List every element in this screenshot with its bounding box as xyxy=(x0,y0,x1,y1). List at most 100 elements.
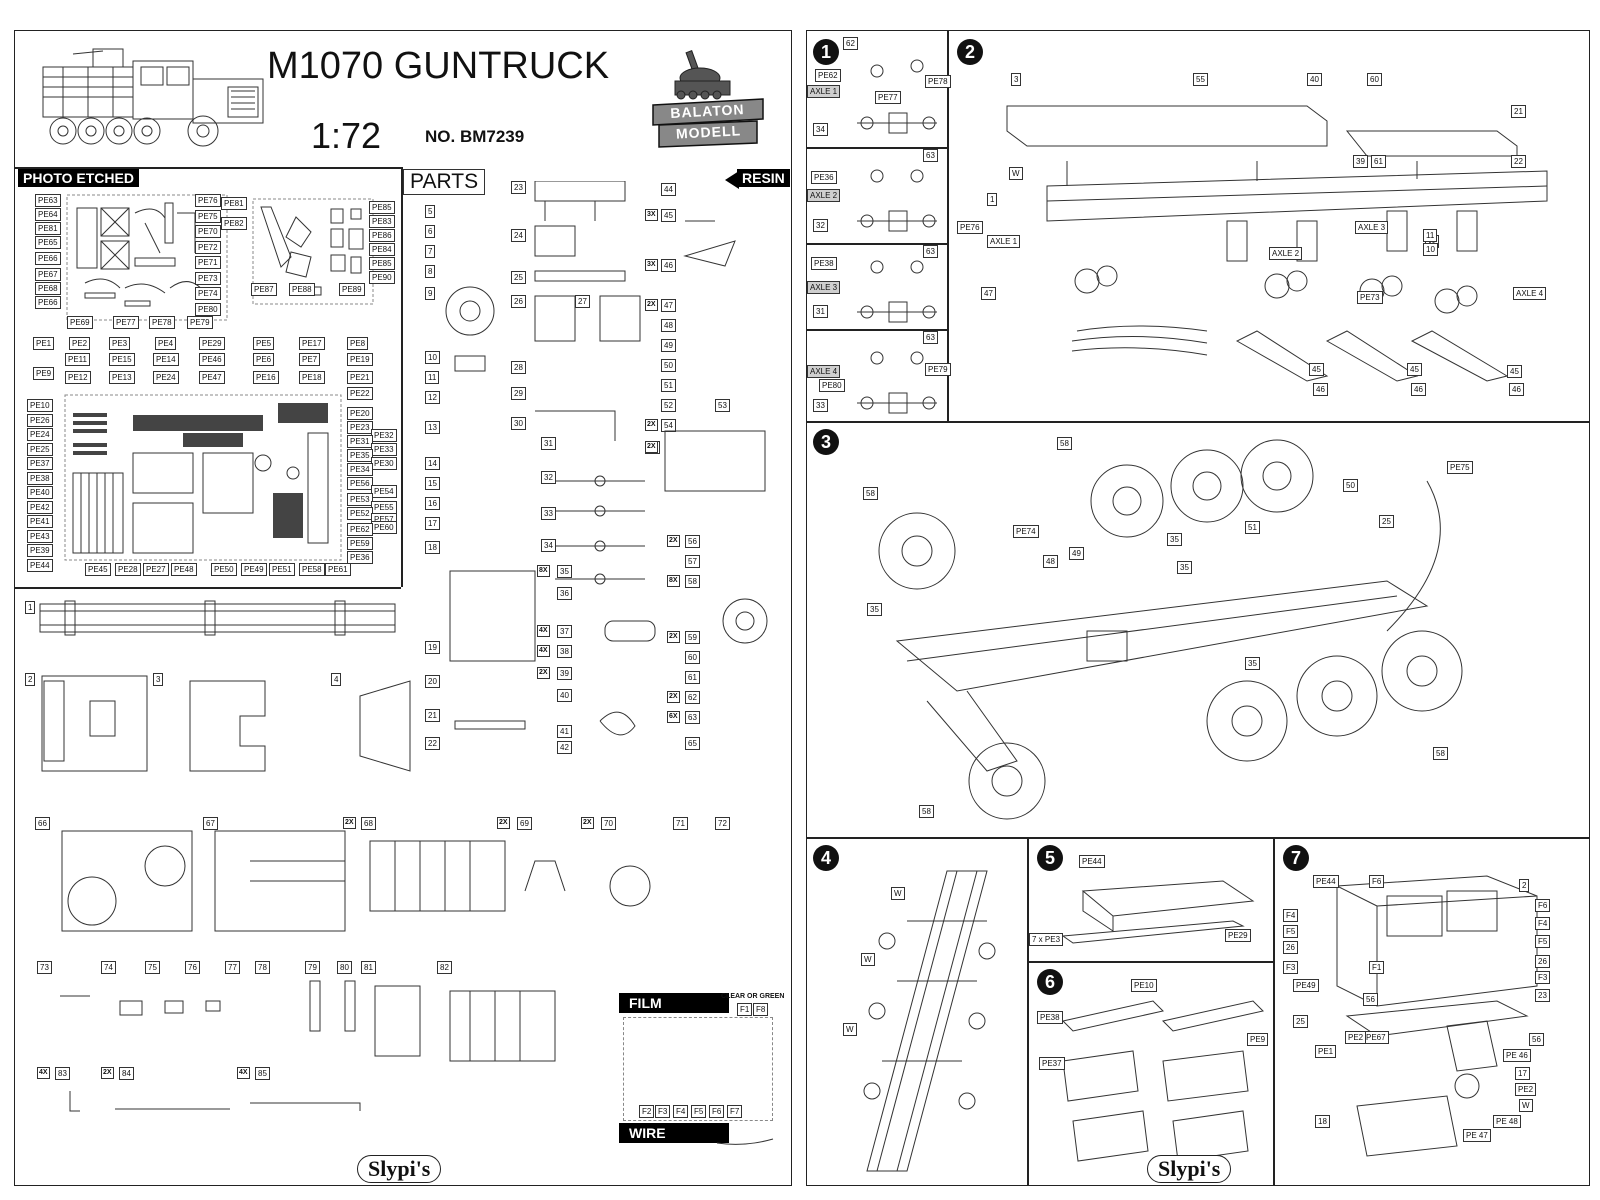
part-number: 6 xyxy=(425,225,436,238)
step7-label: F5 xyxy=(1283,925,1299,938)
step7-label: F4 xyxy=(1283,909,1299,922)
part-number: 63 xyxy=(685,711,700,724)
part-number: 5 xyxy=(425,205,436,218)
pe-part-label: PE61 xyxy=(325,563,351,576)
pe-part-label: PE54 xyxy=(371,485,397,498)
part-number: 36 xyxy=(557,587,572,600)
step6-label: PE9 xyxy=(1247,1033,1269,1046)
step2-label: 47 xyxy=(981,287,996,300)
part-number: 41 xyxy=(557,725,572,738)
pe-part-label: PE38 xyxy=(27,471,53,485)
part-number: 11 xyxy=(425,371,440,384)
step1-label: 34 xyxy=(813,123,828,136)
step7-label: 25 xyxy=(1293,1015,1308,1028)
kit-title: M1070 GUNTRUCK xyxy=(267,45,610,87)
step-badge: 3 xyxy=(813,429,839,455)
step5-label: PE29 xyxy=(1225,929,1251,942)
step3-label: 49 xyxy=(1069,547,1084,560)
part-number: 59 xyxy=(685,631,700,644)
pe-part-label: PE22 xyxy=(347,387,373,400)
step1-axle-drawings xyxy=(857,59,937,414)
row1-divider xyxy=(807,421,1589,423)
film-note: CLEAR OR GREEN xyxy=(721,993,785,1000)
step7-label: 23 xyxy=(1535,989,1550,1002)
step-badge: 7 xyxy=(1283,845,1309,871)
pe-part-label: PE50 xyxy=(211,563,237,576)
film-part-label: F6 xyxy=(709,1105,725,1118)
pe-part-label: PE14 xyxy=(153,353,179,366)
bottom-part-number: 73 xyxy=(37,961,52,974)
pe-part-label: PE62 xyxy=(347,523,373,536)
step1-label: 63 xyxy=(923,331,938,344)
step3-label: 58 xyxy=(1433,747,1448,760)
step2-label: PE76 xyxy=(957,221,983,234)
pe-part-label: PE9 xyxy=(33,367,55,380)
part-number: 18 xyxy=(425,541,440,554)
pe-part-label: PE58 xyxy=(299,563,325,576)
part-number: 47 xyxy=(661,299,676,312)
part-number: 44 xyxy=(661,183,676,196)
pe-part-label: PE42 xyxy=(27,500,53,514)
step3-label: 35 xyxy=(867,603,882,616)
parts-drawings xyxy=(445,181,768,736)
part-number: 65 xyxy=(685,737,700,750)
step1-label: PE62 xyxy=(815,69,841,82)
brand-text-right: Slypi's xyxy=(1158,1156,1221,1181)
bottom-part-number: 78 xyxy=(255,961,270,974)
quantity-tag: 3X xyxy=(645,259,658,271)
part-number: 23 xyxy=(511,181,526,194)
quantity-tag: 2X xyxy=(645,299,658,311)
step2-label: 46 xyxy=(1313,383,1328,396)
step1-label: 63 xyxy=(923,245,938,258)
pe-part-label: PE33 xyxy=(371,443,397,456)
step2-label: 11 xyxy=(1423,229,1438,242)
part-number: 61 xyxy=(685,671,700,684)
step3-label: PE75 xyxy=(1447,461,1473,474)
bottom-part-number: 76 xyxy=(185,961,200,974)
quantity-tag: 2X xyxy=(667,631,680,643)
step1-label: 31 xyxy=(813,305,828,318)
bottom-part-number: 80 xyxy=(337,961,352,974)
film-part-label: F3 xyxy=(655,1105,671,1118)
pe-part-label: PE48 xyxy=(171,563,197,576)
step7-label: F4 xyxy=(1535,917,1551,930)
part-number: 38 xyxy=(557,645,572,658)
pe-part-label: PE51 xyxy=(269,563,295,576)
quantity-tag: 8X xyxy=(667,575,680,587)
pe-part-label: PE65 xyxy=(35,236,61,249)
part-number: 7 xyxy=(425,245,436,258)
pe-part-label: PE40 xyxy=(27,486,53,499)
part-number: 46 xyxy=(661,259,676,272)
step6-pe-grilles-drawing xyxy=(1062,1000,1264,1162)
pe-part-label: PE44 xyxy=(27,558,53,572)
wire-line xyxy=(716,1138,774,1145)
quantity-tag: 4X xyxy=(537,645,550,657)
pe-part-label: PE85 xyxy=(369,257,395,270)
step4-label: W xyxy=(891,887,905,900)
step1-label: 33 xyxy=(813,399,828,412)
part-number: 20 xyxy=(425,675,440,688)
bottom-part-number: 85 xyxy=(255,1067,270,1080)
bottom-part-number: 3 xyxy=(153,673,164,686)
part-number: 19 xyxy=(425,641,440,654)
step3-label: 35 xyxy=(1245,657,1260,670)
step4-frame-wire-drawing xyxy=(863,870,996,1172)
part-number: 9 xyxy=(425,287,436,300)
pe-part-label: PE86 xyxy=(369,229,395,242)
step2-label: 45 xyxy=(1407,363,1422,376)
pe-part-label: PE45 xyxy=(85,563,111,576)
pe-fret-large xyxy=(64,394,342,561)
pe-part-label: PE81 xyxy=(221,197,247,210)
bottom-part-number: 77 xyxy=(225,961,240,974)
step3-label: 35 xyxy=(1167,533,1182,546)
pe-part-label: PE77 xyxy=(113,316,139,329)
quantity-tag: 2X xyxy=(343,817,356,829)
pe-part-label: PE60 xyxy=(371,521,397,534)
step-badge: 6 xyxy=(1037,969,1063,995)
bottom-part-number: 68 xyxy=(361,817,376,830)
step7-label: PE2 xyxy=(1345,1031,1367,1044)
part-number: 14 xyxy=(425,457,440,470)
step2-label: AXLE 1 xyxy=(987,235,1021,248)
film-header: FILM xyxy=(619,993,729,1013)
